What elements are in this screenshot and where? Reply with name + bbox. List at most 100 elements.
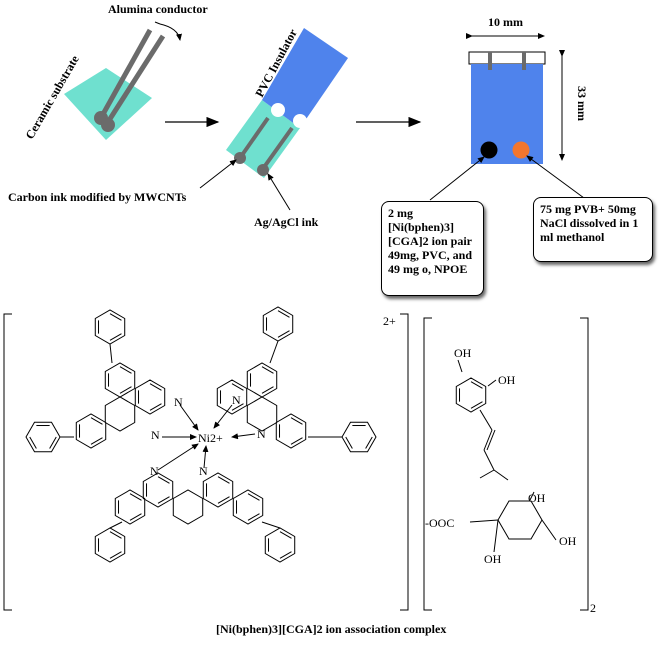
bphen3-ring-d-double-bond	[129, 513, 142, 521]
phenyl-ring-bottom-left	[94, 527, 126, 563]
subscript-label: 2	[590, 601, 596, 615]
conductor-pad-2a	[234, 152, 246, 164]
caption-complex: [Ni(bphen)3][CGA]2 ion association compl…	[216, 622, 446, 636]
bphen3-ring-a-double-bond	[157, 496, 170, 504]
molecule-bonds	[25, 306, 557, 563]
reference-electrode-dot	[512, 141, 530, 159]
n-atom-label-6: N	[199, 464, 208, 478]
bracket-left	[3, 313, 12, 611]
pointer-ag-agcl	[267, 173, 291, 211]
bond-phenyl-6	[261, 521, 281, 529]
oh-label-1: OH	[454, 346, 472, 360]
bphen2-ring-a-double-bond	[261, 366, 274, 374]
bracket-right-2	[580, 317, 589, 611]
phenyl-ring-bottom-right	[264, 527, 296, 563]
bphen2-ring-d-double-bond	[290, 417, 303, 425]
bphen1-ring-c-double-bond	[149, 383, 162, 391]
coord-arrow-1	[179, 404, 199, 431]
phenyl-ring-right	[341, 421, 377, 453]
bphen1-ring-c-double-bond	[149, 403, 162, 411]
phenyl-ring-top-left-double-bond	[109, 313, 122, 321]
rotation-arrow-tail	[154, 21, 161, 25]
oh-label-2: OH	[498, 373, 516, 387]
reference-composition-box: 75 mg PVB+ 50mg NaCl dissolved in 1 ml m…	[533, 197, 653, 262]
sensor-contact-left	[488, 52, 492, 70]
membrane-composition-box: 2 mg [Ni(bphen)3] [CGA]2 ion pair 49mg, …	[381, 201, 484, 296]
bphen3-ring-e-double-bond	[247, 493, 260, 501]
cga-chain-1	[479, 409, 493, 431]
bond-phenyl-2	[269, 340, 279, 364]
phenyl-ring-left-double-bond	[49, 436, 57, 449]
label-alumina-conductor: Alumina conductor	[108, 2, 208, 16]
bphen3-ring-c-double-bond	[217, 496, 230, 504]
bphen2-ring-c-double-bond	[231, 403, 244, 411]
ni-center-label: Ni2+	[198, 431, 223, 445]
bond-oh-4	[541, 519, 557, 541]
conductor-line-2a	[238, 116, 270, 160]
bphen3-ring-a-double-bond	[157, 476, 170, 484]
coord-arrow-6	[202, 445, 209, 469]
bracket-left-2	[423, 317, 432, 611]
bphen3-ring-d-double-bond	[129, 493, 142, 501]
working-electrode-dot	[480, 141, 498, 159]
bphen1-ring-a	[104, 362, 136, 398]
bphen2-ring-c-double-bond	[231, 383, 244, 391]
bphen1-ring-d-double-bond	[90, 417, 103, 425]
bphen1-ring-b	[104, 396, 136, 432]
cga-quinic-ring	[497, 500, 543, 540]
bphen3-ring-e-double-bond	[247, 513, 260, 521]
bond-carboxylate	[469, 519, 499, 523]
bphen2-ring-d	[275, 413, 307, 449]
phenyl-ring-top-left-double-bond	[109, 333, 122, 341]
coord-arrow-4	[231, 433, 256, 440]
pointer-carbon-ink	[199, 159, 237, 189]
bphen2-ring-b	[246, 396, 278, 432]
width-label: 10 mm	[488, 15, 523, 29]
bphen3-ring-d	[114, 489, 146, 525]
finished-sensor	[468, 51, 546, 164]
pvc-window-left	[271, 103, 285, 117]
pvc-insulator-layer	[262, 28, 348, 128]
cga-chain-2	[483, 429, 493, 451]
oh-label-3: OH	[528, 491, 546, 505]
bond-oh-1	[457, 359, 463, 373]
bphen1-ring-a-double-bond	[119, 366, 132, 374]
bphen3-ring-e	[232, 489, 264, 525]
cga-chain-2-double	[486, 429, 496, 451]
coord-arrow-5	[157, 443, 199, 471]
phenyl-ring-top-right	[262, 306, 294, 342]
membrane-composition-text: 2 mg [Ni(bphen)3] [CGA]2 ion pair 49mg, …	[388, 206, 473, 276]
bphen1-ring-d	[75, 413, 107, 449]
phenyl-ring-bottom-right-double-bond	[279, 551, 292, 559]
bond-oh-2	[487, 379, 497, 387]
phenyl-ring-bottom-left-double-bond	[109, 531, 122, 539]
n-atom-label-1: N	[174, 395, 183, 409]
pointer-membrane	[429, 156, 485, 201]
bphen3-ring-c-double-bond	[217, 476, 230, 484]
pvc-window-right	[293, 114, 307, 128]
oh-label-4: OH	[559, 534, 577, 548]
carboxylate-label: -OOC	[425, 516, 454, 530]
bphen3-ring-c	[202, 472, 234, 508]
cga-catechol-ring	[455, 377, 487, 413]
phenyl-ring-left-double-bond	[29, 436, 37, 449]
n-atom-label-5: N	[150, 464, 159, 478]
reference-composition-text: 75 mg PVB+ 50mg NaCl dissolved in 1 ml m…	[540, 202, 639, 244]
pvc-insulated-electrode	[226, 28, 348, 178]
pointer-reference	[526, 155, 585, 199]
bphen2-ring-a	[246, 362, 278, 398]
ceramic-substrate-electrode	[64, 21, 182, 140]
n-atom-label-3: N	[232, 393, 241, 407]
label-ag-agcl-ink: Ag/AgCl ink	[254, 215, 319, 229]
bond-phenyl-1	[109, 343, 113, 364]
phenyl-ring-right-double-bond	[345, 436, 353, 449]
cga-ester-o	[493, 469, 509, 481]
conductor-line-right	[105, 34, 166, 124]
bphen2-ring-d-double-bond	[290, 437, 303, 445]
conductor-line-left	[99, 28, 153, 118]
cga-chain-3	[483, 449, 495, 471]
n-atom-label-4: N	[257, 427, 266, 441]
bphen1-ring-c	[134, 379, 166, 415]
